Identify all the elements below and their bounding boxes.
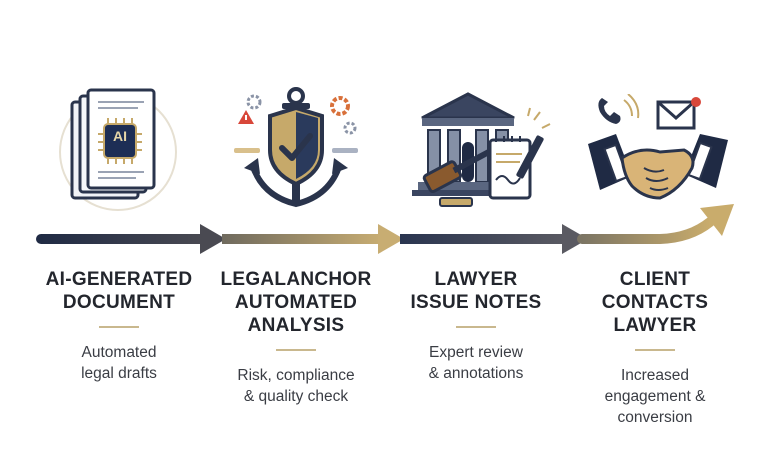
step-4-divider [635, 349, 675, 351]
step-1-description: Automated legal drafts [81, 344, 157, 382]
arrow-segment-2 [222, 224, 404, 254]
arrow-segment-4 [577, 204, 734, 244]
step-4: CLIENT CONTACTS LAWYER Increased engagem… [560, 268, 750, 428]
courthouse-gavel-icon [412, 92, 551, 207]
step-3-divider [456, 326, 496, 328]
step-3-title: LAWYER ISSUE NOTES [410, 269, 542, 313]
step-4-description: Increased engagement & conversion [604, 367, 706, 426]
arrow-segment-1 [36, 224, 226, 254]
ai-chip-badge: AI [113, 128, 127, 144]
step-3: LAWYER ISSUE NOTES Expert review & annot… [381, 268, 571, 384]
step-2-description: Risk, compliance & quality check [237, 367, 355, 405]
step-1: AI-GENERATED DOCUMENT Automated legal dr… [24, 268, 214, 384]
anchor-shield-icon [234, 87, 358, 208]
handshake-icon [588, 94, 728, 200]
step-2: LEGALANCHOR AUTOMATED ANALYSIS Risk, com… [201, 268, 391, 407]
step-1-title: AI-GENERATED DOCUMENT [45, 269, 193, 313]
step-1-divider [99, 326, 139, 328]
arrow-segment-3 [400, 224, 588, 254]
step-2-divider [276, 349, 316, 351]
step-3-description: Expert review & annotations [428, 344, 524, 382]
ai-document-icon [59, 88, 177, 211]
step-4-title: CLIENT CONTACTS LAWYER [601, 269, 709, 336]
step-2-title: LEGALANCHOR AUTOMATED ANALYSIS [220, 269, 372, 336]
